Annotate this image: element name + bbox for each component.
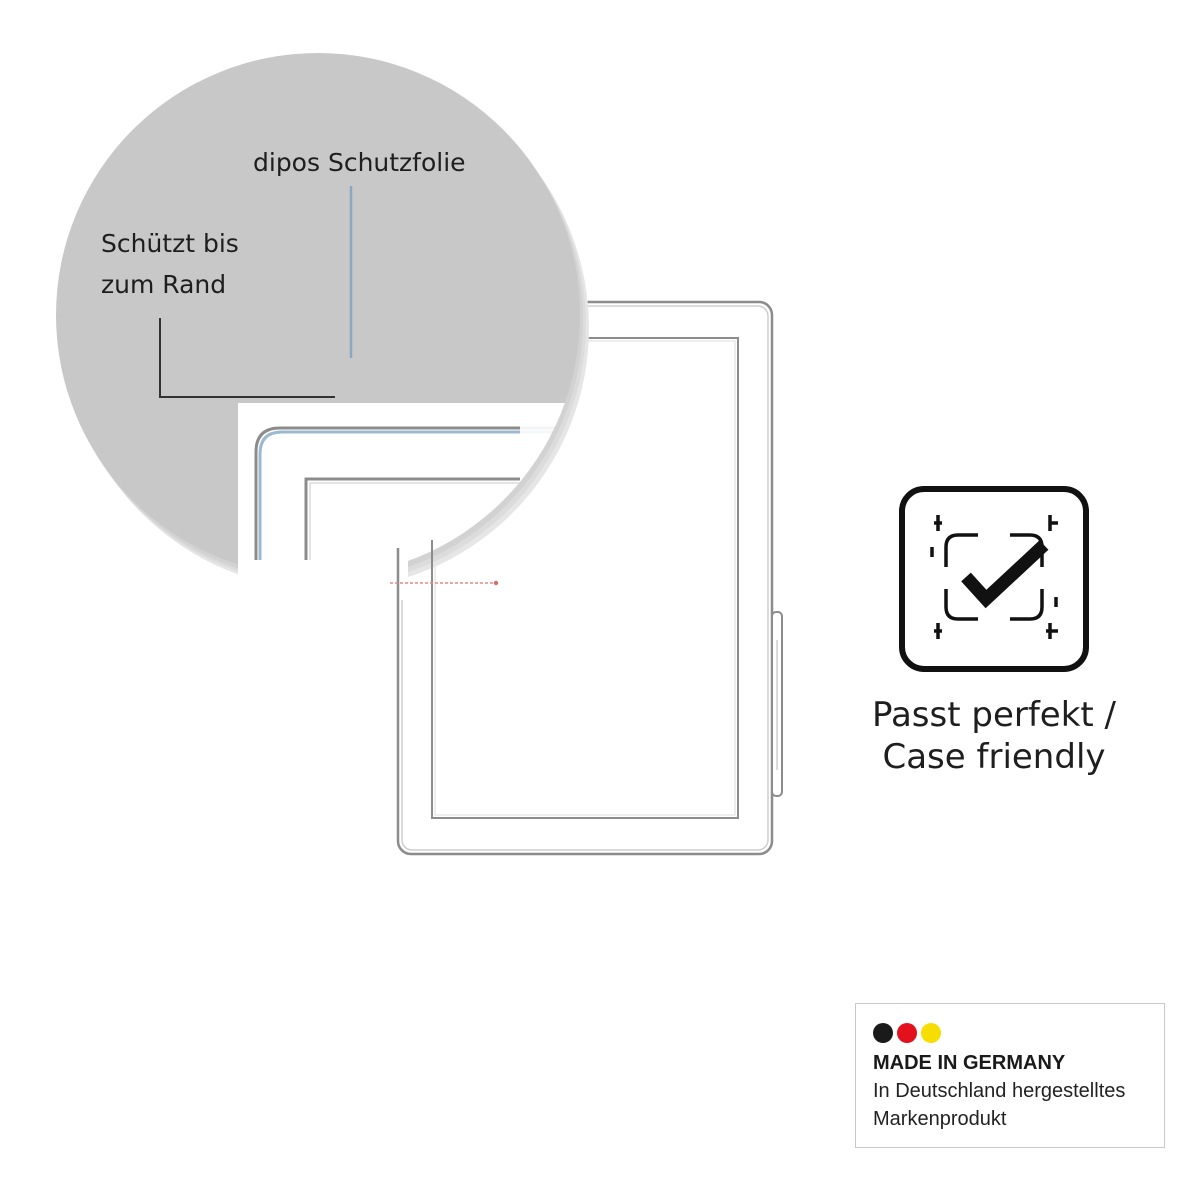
feature-caption-line2: Case friendly (882, 737, 1106, 777)
zoom-screen-edge (304, 477, 520, 577)
made-in-germany-badge: MADE IN GERMANY In Deutschland hergestel… (855, 1003, 1165, 1148)
zoom-film-layer (258, 430, 560, 577)
zoom-device-edge (254, 426, 560, 577)
checkmark-frame-icon (899, 486, 1089, 672)
zoom-continuation (238, 560, 408, 600)
feature-caption-line1: Passt perfekt / (871, 695, 1117, 735)
german-flag-dots-icon (873, 1023, 941, 1043)
made-in-germany-line2: Markenprodukt (873, 1108, 1007, 1130)
made-in-germany-title: MADE IN GERMANY (873, 1052, 1066, 1074)
edge-label-line2: zum Rand (101, 270, 227, 299)
feature-caption: Passt perfekt / Case friendly (844, 694, 1144, 778)
edge-label-line1: Schützt bis (101, 229, 239, 258)
film-label: dipos Schutzfolie (253, 148, 466, 177)
made-in-germany-line1: In Deutschland hergestelltes (873, 1080, 1126, 1102)
edge-callout-line (159, 318, 335, 398)
